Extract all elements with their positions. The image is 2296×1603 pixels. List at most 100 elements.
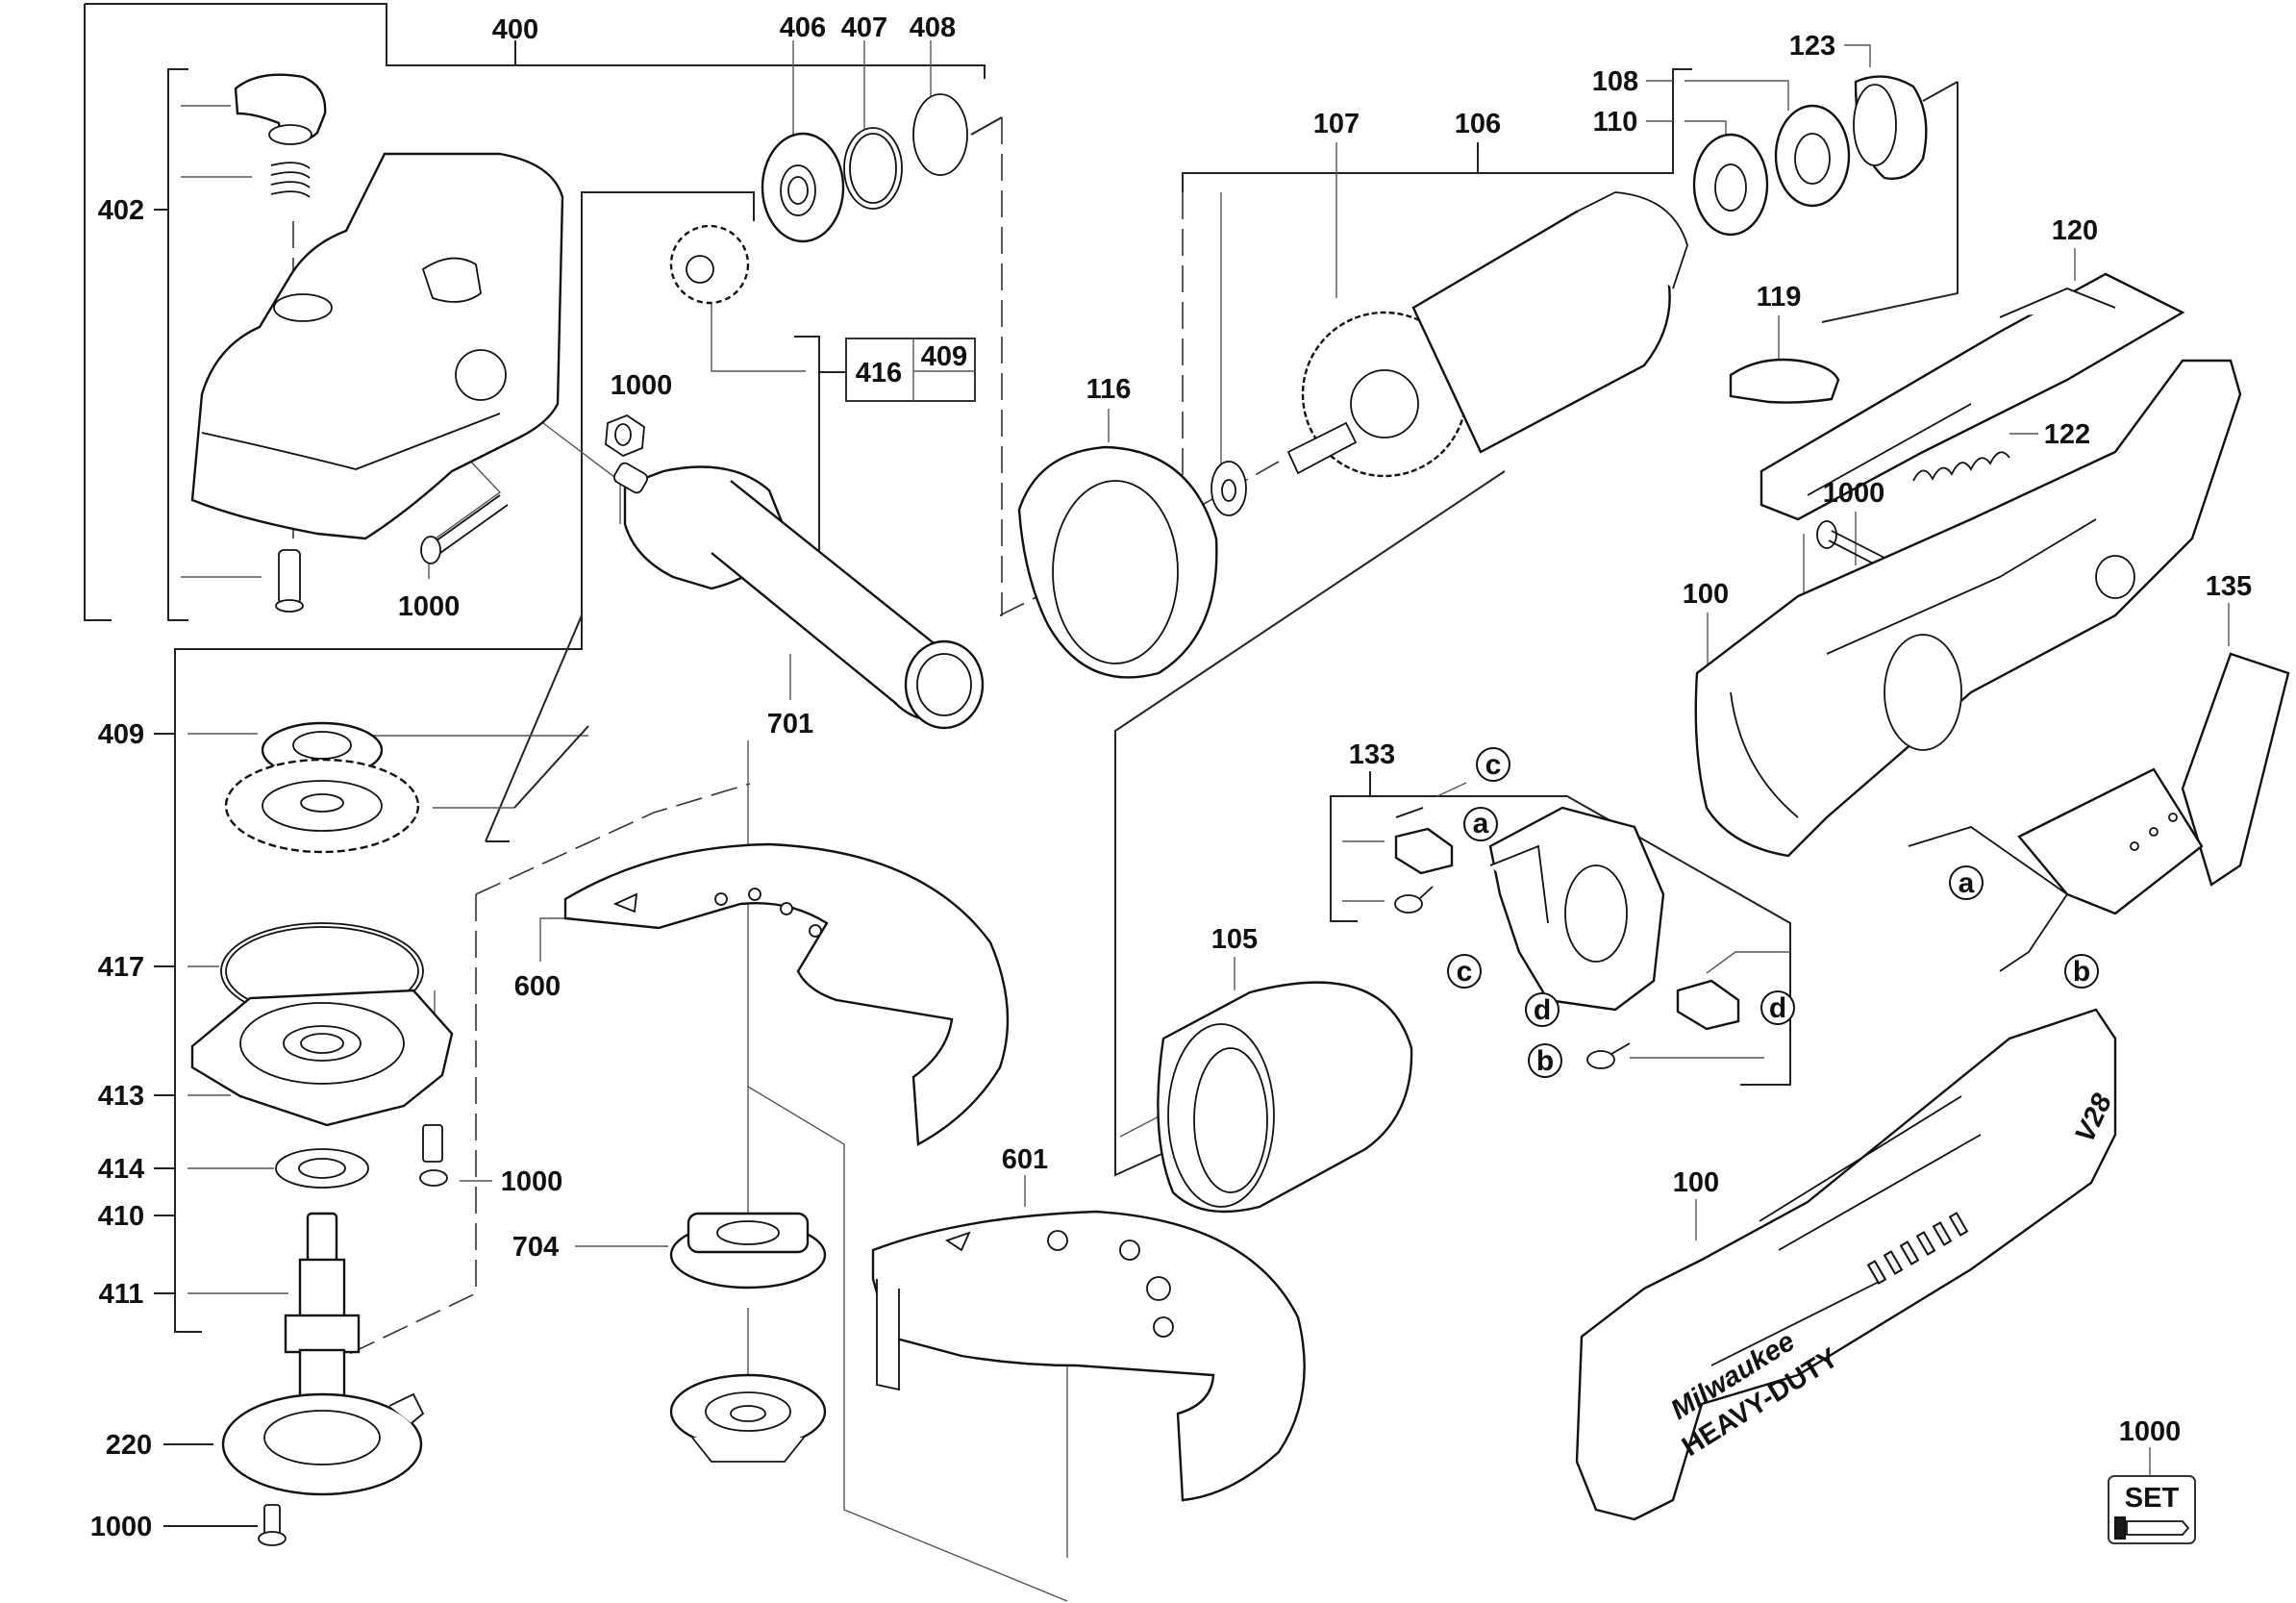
label-105: 105 bbox=[1211, 924, 1258, 955]
dash-lower-top bbox=[475, 783, 751, 895]
leader-409-diag bbox=[513, 725, 589, 809]
marker-d1-text: d bbox=[1534, 994, 1551, 1026]
label-411: 411 bbox=[99, 1279, 144, 1310]
label-100-bottom: 100 bbox=[1673, 1167, 1719, 1198]
marker-c2 bbox=[1447, 954, 1482, 989]
dash-armature-bottom bbox=[999, 461, 1280, 616]
label-407: 407 bbox=[841, 13, 887, 43]
part-1000-nut bbox=[605, 413, 645, 458]
label-408: 408 bbox=[910, 13, 956, 43]
part-120-switch-slider bbox=[1759, 272, 2185, 521]
leader-c1 bbox=[1436, 782, 1467, 797]
marker-b2 bbox=[2064, 954, 2099, 989]
part-408-retaining-ring bbox=[912, 93, 968, 176]
label-106: 106 bbox=[1455, 109, 1501, 139]
wire-markers: c a c d b d a b bbox=[1447, 747, 2099, 1078]
set-box: SET bbox=[2108, 1475, 2196, 1544]
marker-a2 bbox=[1949, 865, 1984, 900]
leader-123-end bbox=[1922, 81, 1959, 102]
part-1000-screw-mid bbox=[419, 1124, 448, 1187]
bracket-left-outer bbox=[84, 4, 112, 621]
part-416-pinion bbox=[669, 224, 750, 305]
ref-box-416-409 bbox=[845, 338, 976, 402]
bracket-123 bbox=[1821, 82, 1959, 323]
label-108: 108 bbox=[1592, 66, 1638, 97]
label-122: 122 bbox=[2044, 419, 2090, 450]
leader-601-box bbox=[747, 1086, 1068, 1602]
part-402-knob bbox=[234, 73, 327, 145]
part-123-sleeve bbox=[1853, 75, 1928, 180]
part-414-washer bbox=[275, 1148, 369, 1189]
label-600: 600 bbox=[514, 971, 561, 1002]
parts: Milwaukee HEAVY-DUTY V28 SET bbox=[190, 73, 2290, 1546]
label-409: 409 bbox=[98, 719, 144, 750]
leader-408-ring bbox=[970, 116, 1003, 136]
part-409-bevel-gear bbox=[224, 721, 420, 854]
part-100-handle-housing bbox=[1575, 1008, 2117, 1521]
bracket-400 bbox=[85, 3, 986, 79]
part-600-guard bbox=[563, 842, 1010, 1146]
marker-c2-text: c bbox=[1457, 956, 1473, 988]
part-133-brush bbox=[1394, 807, 1454, 875]
leader-105-box bbox=[1114, 470, 1506, 1177]
label-1000-housing: 1000 bbox=[1823, 478, 1885, 509]
part-110-bearing bbox=[1692, 133, 1769, 237]
label-100-top: 100 bbox=[1683, 579, 1729, 610]
marker-c1 bbox=[1476, 747, 1510, 782]
part-1000-housing-screw bbox=[1816, 520, 1885, 568]
leader-600 bbox=[539, 917, 565, 962]
part-106-armature bbox=[1286, 191, 1688, 478]
part-402-pin bbox=[275, 549, 304, 613]
label-416: 416 bbox=[856, 358, 902, 388]
part-601-guard bbox=[871, 1210, 1306, 1502]
part-413-bearing-plate bbox=[190, 989, 454, 1127]
label-135: 135 bbox=[2206, 571, 2252, 602]
part-108-bearing bbox=[1774, 104, 1851, 208]
label-123: 123 bbox=[1789, 31, 1835, 62]
label-414: 414 bbox=[98, 1154, 144, 1185]
bracket-402 bbox=[167, 68, 188, 621]
part-406-bearing bbox=[761, 132, 845, 243]
part-411-spindle bbox=[284, 1212, 361, 1415]
marker-a1 bbox=[1463, 807, 1498, 841]
label-704: 704 bbox=[512, 1232, 559, 1263]
part-brush-right bbox=[1676, 979, 1740, 1031]
label-400: 400 bbox=[492, 14, 538, 45]
marker-a2-text: a bbox=[1959, 867, 1975, 899]
part-119-button bbox=[1729, 358, 1840, 404]
part-122-spring bbox=[1912, 451, 2010, 482]
label-701: 701 bbox=[767, 709, 813, 739]
label-119: 119 bbox=[1757, 282, 1802, 313]
part-407-washer bbox=[843, 127, 903, 210]
marker-d2-text: d bbox=[1769, 992, 1786, 1024]
bracket-106 bbox=[1182, 68, 1692, 192]
leader-handle-to-housing bbox=[485, 614, 583, 842]
label-1000-set: 1000 bbox=[2119, 1416, 2182, 1447]
label-1000-mid: 1000 bbox=[501, 1166, 563, 1197]
label-601: 601 bbox=[1002, 1144, 1048, 1175]
label-1000-nut: 1000 bbox=[611, 370, 673, 401]
dash-right-400 bbox=[1000, 117, 1003, 616]
leader-108 bbox=[1646, 80, 1789, 111]
leader-pinion bbox=[711, 304, 806, 372]
marker-d2 bbox=[1760, 990, 1795, 1025]
label-1000-screw-top: 1000 bbox=[398, 591, 461, 622]
part-400-gear-cover bbox=[190, 152, 564, 540]
leader-d-brush bbox=[1706, 951, 1790, 974]
part-brush-holder bbox=[1488, 806, 1665, 1012]
part-133-brush-spring bbox=[1394, 886, 1434, 914]
set-box-label: SET bbox=[2125, 1483, 2180, 1514]
label-133: 133 bbox=[1349, 739, 1395, 770]
label-417: 417 bbox=[98, 952, 144, 983]
label-220: 220 bbox=[106, 1430, 152, 1461]
marker-b1-text: b bbox=[1536, 1045, 1554, 1077]
label-402: 402 bbox=[98, 195, 144, 226]
part-704-inner-flange bbox=[669, 1373, 827, 1463]
marker-a1-text: a bbox=[1473, 808, 1489, 839]
label-410: 410 bbox=[98, 1201, 144, 1232]
label-406: 406 bbox=[780, 13, 826, 43]
part-402-spring bbox=[270, 162, 311, 198]
label-120: 120 bbox=[2052, 215, 2098, 246]
part-220-plate bbox=[221, 1392, 425, 1496]
